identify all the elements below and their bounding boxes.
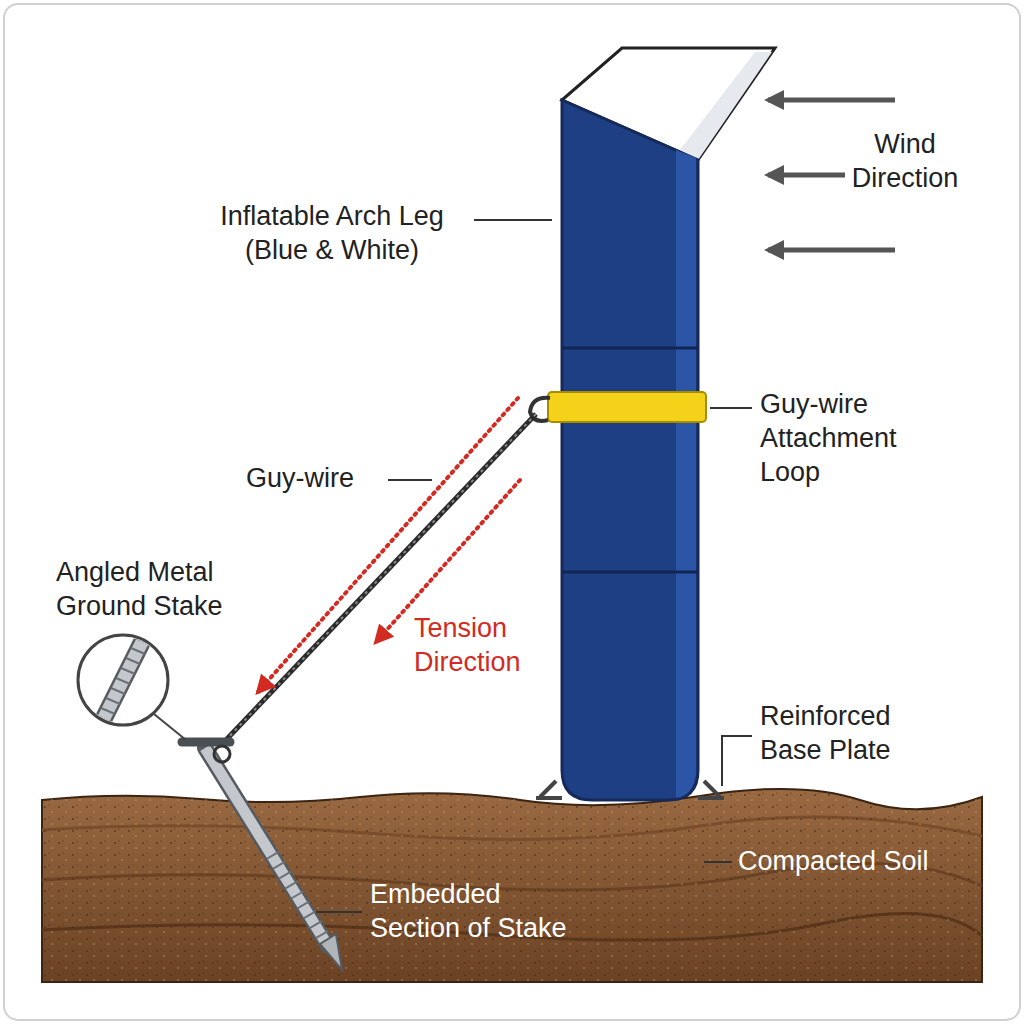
thread-stroke [116,678,130,684]
thread-stroke [310,921,322,928]
thread-stroke [279,872,291,879]
base-plate [536,781,724,798]
thread-stroke [273,862,285,869]
thread-stroke [291,892,303,899]
thread-stroke [267,852,279,859]
leader-lines [316,220,752,912]
thread-stroke [304,911,316,918]
frame [4,4,1020,1020]
arch-leg [562,48,775,800]
part-label: Compacted Soil [738,845,978,879]
attachment-strap [530,392,706,422]
thread-stroke [136,638,150,644]
thread-stroke [96,718,110,724]
part-label: Embedded Section of Stake [370,878,585,946]
thread-stroke [111,688,125,694]
ground-stake [182,742,342,970]
stake-detail [78,635,186,740]
part-label: Angled Metal Ground Stake [56,556,261,624]
part-label: Reinforced Base Plate [760,700,940,768]
thread-stroke [297,901,309,908]
thread-stroke [101,708,115,714]
part-label: Inflatable Arch Leg (Blue & White) [192,200,472,268]
thread-stroke [131,648,145,654]
thread-stroke [106,698,120,704]
part-label: Guy-wire [246,462,386,496]
thread-stroke [285,882,297,889]
guy-wire [224,414,536,742]
thread-stroke [121,668,135,674]
part-label: Guy-wire Attachment Loop [760,388,940,489]
part-label: Wind Direction [830,128,980,196]
thread-stroke [126,658,140,664]
thread-stroke [316,931,328,938]
part-label: Tension Direction [414,612,554,680]
soil [42,789,982,982]
